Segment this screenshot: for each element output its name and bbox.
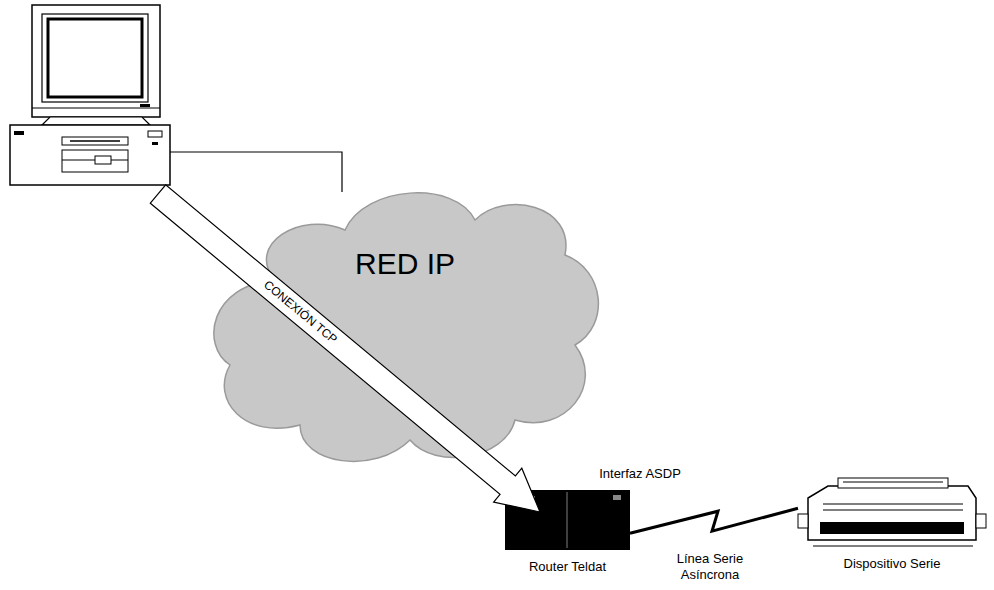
serial-printer: Dispositivo Serie xyxy=(798,478,986,550)
device-label: Router Teldat xyxy=(529,559,606,574)
line-label: Línea Serie Asíncrona xyxy=(667,551,753,583)
ip-cloud-shape xyxy=(205,185,605,465)
router-device: Router Teldat xyxy=(505,490,630,550)
interface-label: Interfaz ASDP xyxy=(599,466,681,481)
router-device-shape xyxy=(505,490,630,550)
cloud-label: RED IP xyxy=(355,247,455,281)
serial-line xyxy=(630,508,798,533)
serial-printer-shape xyxy=(798,478,986,550)
ip-cloud: RED IP xyxy=(205,185,605,465)
device-label: Dispositivo Serie xyxy=(844,556,941,571)
